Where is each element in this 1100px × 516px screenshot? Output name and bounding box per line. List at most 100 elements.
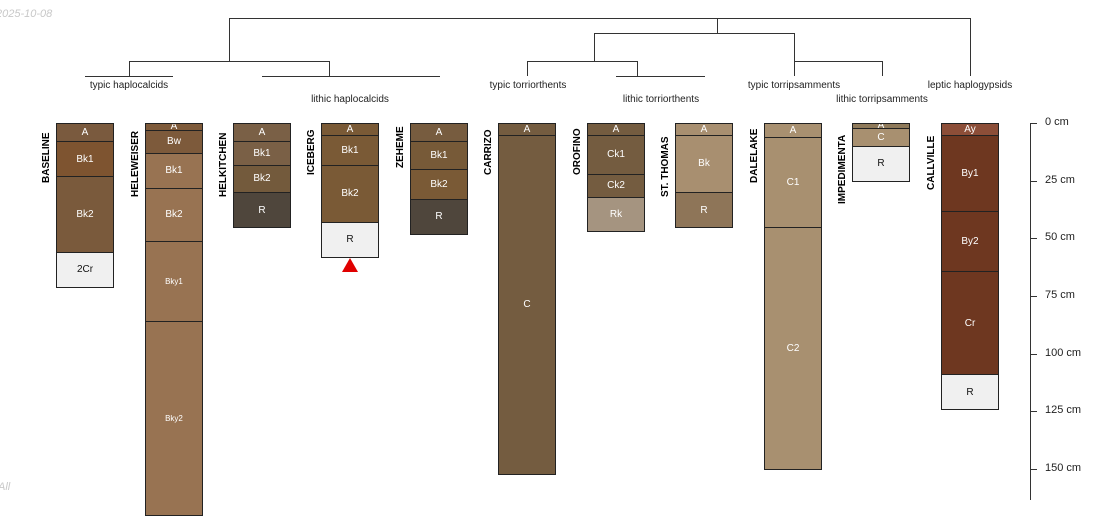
horizon-label: R [966, 386, 974, 398]
horizon-label: Bk1 [76, 153, 94, 165]
horizon-label: A [258, 127, 266, 139]
horizon: A [233, 123, 291, 143]
horizon-label: R [435, 211, 443, 223]
horizon-label: Bk2 [430, 179, 448, 191]
axis-tick-label: 125 cm [1045, 404, 1082, 417]
group-label: typic torriorthents [489, 80, 567, 91]
axis-tick [1030, 296, 1037, 298]
horizon-label: Ck2 [607, 180, 625, 192]
horizon-label: Rk [609, 209, 623, 221]
horizon-label: R [700, 204, 708, 216]
dendrogram-branch [229, 18, 970, 19]
horizon: By2 [941, 210, 999, 272]
horizon: Bw [145, 129, 203, 154]
axis-tick [1030, 353, 1037, 355]
horizon-label: By2 [961, 235, 979, 247]
axis-tick-label: 150 cm [1045, 462, 1082, 475]
group-label: typic torripsamments [747, 80, 841, 91]
horizon-label: A [81, 127, 89, 139]
horizon: R [852, 146, 910, 182]
group-label: lithic torripsamments [836, 94, 928, 105]
dendrogram-branch [129, 61, 329, 62]
dendrogram-branch [229, 18, 230, 61]
horizon: Bk2 [145, 187, 203, 242]
corner-watermark: All [0, 481, 11, 493]
profile-name: HELKITCHEN [218, 132, 229, 197]
dendrogram-branch [882, 61, 883, 76]
profile-name: IMPEDIMENTA [837, 134, 848, 205]
horizon: Bk2 [233, 164, 291, 194]
dendrogram-branch [794, 61, 882, 62]
horizon: R [233, 192, 291, 228]
horizon-label: A [435, 127, 443, 139]
horizon: C [852, 127, 910, 148]
horizon-label: Bw [167, 136, 181, 148]
horizon: R [675, 192, 733, 228]
horizon-label: 2Cr [76, 264, 94, 276]
horizon: Ck1 [587, 134, 645, 175]
axis-line [1030, 123, 1031, 500]
axis-tick-label: 0 cm [1045, 116, 1069, 128]
horizon-label: C [877, 131, 885, 143]
horizon: Bky1 [145, 240, 203, 323]
axis-tick-label: 100 cm [1045, 346, 1082, 359]
horizon-label: A [789, 124, 797, 136]
horizon-label: A [612, 123, 620, 135]
horizon-label: Bky1 [165, 277, 183, 287]
horizon-label: Ck1 [607, 149, 625, 161]
dendrogram-branch [794, 33, 795, 76]
horizon: Cr [941, 270, 999, 376]
horizon-label: Bk2 [341, 188, 359, 200]
truncation-marker-icon [342, 257, 358, 272]
horizon: Bk1 [145, 152, 203, 189]
profile-name: ST. THOMAS [660, 136, 671, 197]
horizon-label: Ay [964, 123, 976, 135]
horizon-label: Bk1 [341, 144, 359, 156]
horizon: Bk2 [321, 164, 379, 224]
dendrogram-branch [85, 76, 173, 77]
axis-tick-label: 50 cm [1045, 231, 1075, 244]
horizon: A [410, 123, 468, 143]
horizon-label: A [346, 123, 354, 135]
horizon-label: Bk2 [76, 209, 94, 221]
horizon-label: Bk1 [430, 150, 448, 162]
axis-tick [1030, 180, 1037, 182]
horizon-label: Bk1 [253, 147, 271, 159]
horizon: R [941, 374, 999, 411]
horizon-label: Bk2 [165, 209, 183, 221]
axis-tick [1030, 469, 1037, 471]
dendrogram-branch [970, 18, 971, 76]
profile-name: ICEBERG [306, 129, 317, 176]
dendrogram-branch [527, 61, 637, 62]
horizon: Bk1 [410, 141, 468, 171]
horizon: By1 [941, 134, 999, 212]
horizon-label: A [877, 123, 885, 129]
profile-name: BASELINE [41, 132, 52, 183]
horizon: Bk1 [321, 134, 379, 166]
dendrogram-branch [616, 76, 705, 77]
horizon: Bk [675, 134, 733, 194]
dendrogram-branch [594, 33, 794, 34]
axis-tick-label: 75 cm [1045, 289, 1075, 302]
axis-tick [1030, 411, 1037, 413]
horizon-label: A [523, 123, 531, 135]
horizon-label: R [877, 158, 885, 170]
horizon: Ck2 [587, 173, 645, 198]
horizon-label: R [258, 204, 266, 216]
dendrogram-branch [527, 61, 528, 76]
horizon: C1 [764, 136, 822, 228]
group-label: lithic haplocalcids [311, 94, 389, 105]
dendrogram-branch [717, 18, 718, 33]
horizon-label: A [170, 123, 178, 131]
group-label: typic haplocalcids [89, 80, 169, 91]
horizon: Bky2 [145, 321, 203, 516]
profile-name: DALELAKE [749, 128, 760, 183]
horizon-label: Bk2 [253, 173, 271, 185]
group-label: lithic torriorthents [622, 94, 700, 105]
horizon: C [498, 134, 556, 475]
horizon: A [764, 123, 822, 138]
profile-name: CALLVILLE [926, 135, 937, 190]
profile-name: HELEWEISER [130, 130, 141, 197]
profile-name: ZEHEME [395, 126, 406, 169]
horizon: R [410, 199, 468, 235]
